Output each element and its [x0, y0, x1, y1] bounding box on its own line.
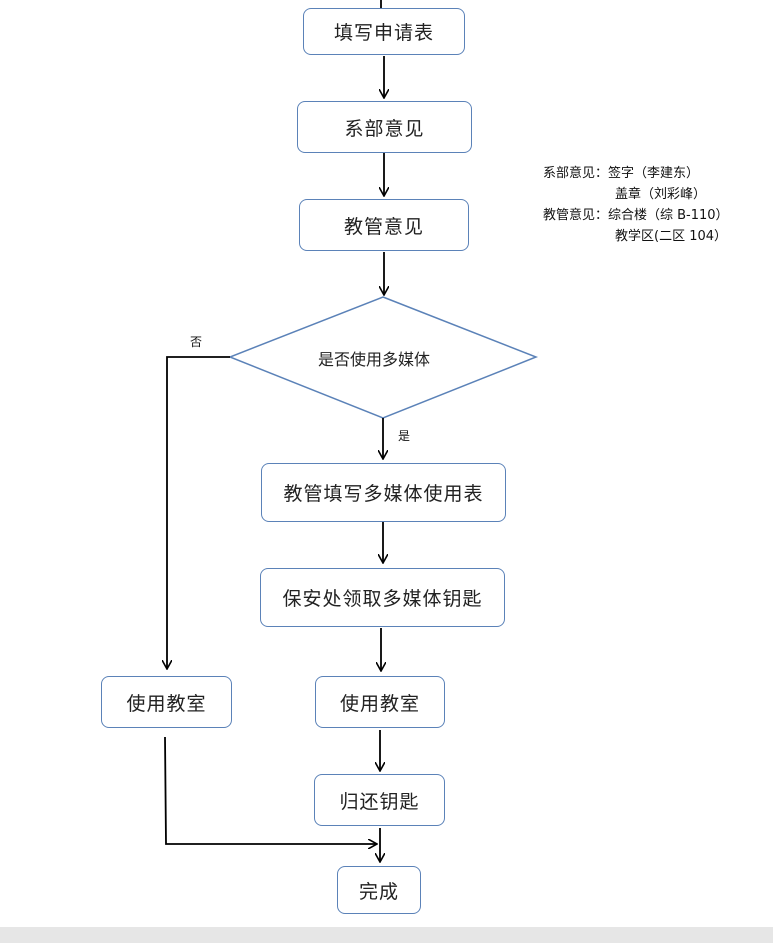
note-line-2: 盖章（刘彩峰）	[615, 187, 707, 202]
node-fill-application: 填写申请表	[303, 8, 465, 55]
note-line-1: 系部意见：签字（李建东）	[543, 166, 700, 181]
note-line-3: 教管意见：综合楼（综 B-110）	[543, 208, 729, 223]
arrow-left-room-to-done	[164, 736, 376, 844]
node-get-multimedia-key: 保安处领取多媒体钥匙	[260, 568, 505, 627]
edge-label-yes: 是	[398, 429, 411, 443]
note-line-4: 教学区(二区 104）	[615, 229, 728, 244]
node-done: 完成	[337, 866, 421, 914]
node-return-key: 归还钥匙	[314, 774, 445, 826]
decision-label: 是否使用多媒体	[318, 350, 431, 369]
node-admin-fill-multimedia-form: 教管填写多媒体使用表	[261, 463, 506, 522]
node-admin-opinion: 教管意见	[299, 199, 469, 251]
edge-label-no: 否	[190, 335, 203, 349]
node-department-opinion: 系部意见	[297, 101, 472, 153]
node-use-classroom-right: 使用教室	[315, 676, 445, 728]
arrow-decision-no	[167, 356, 230, 668]
bottom-strip	[0, 927, 773, 943]
node-use-classroom-left: 使用教室	[101, 676, 232, 728]
